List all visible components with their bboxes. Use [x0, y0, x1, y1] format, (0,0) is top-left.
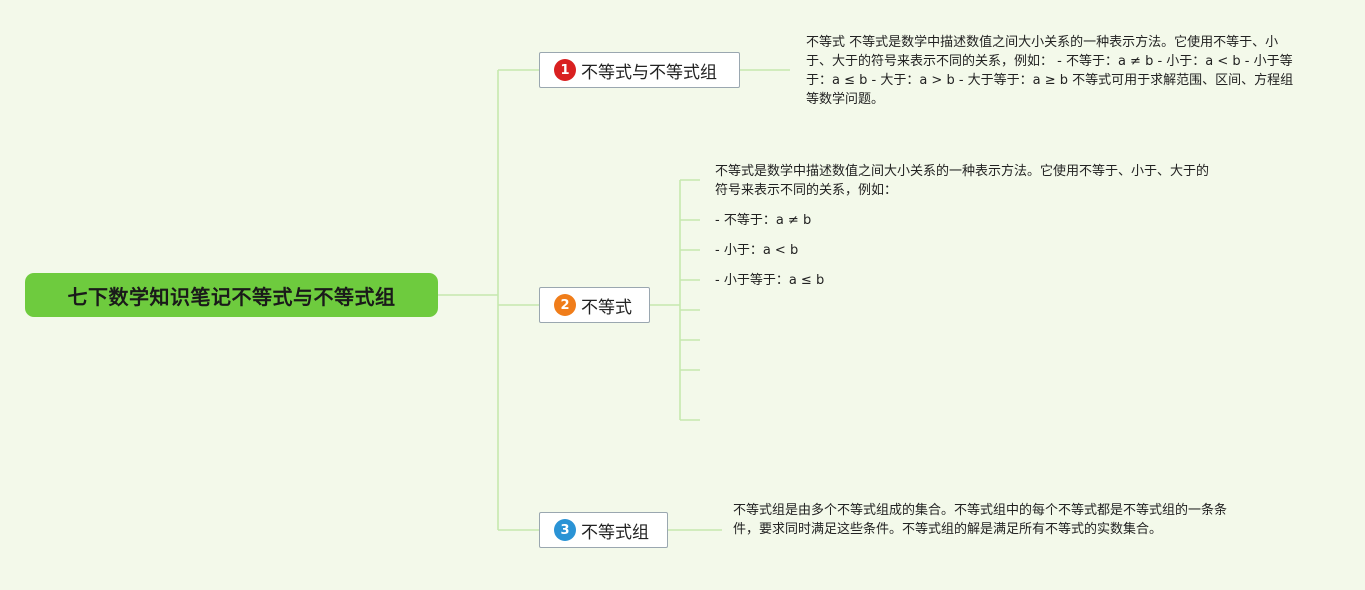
topic-3-node[interactable]: 3 不等式组 — [539, 512, 668, 548]
topic-2-intro-note[interactable]: 不等式是数学中描述数值之间大小关系的一种表示方法。它使用不等于、小于、大于的符号… — [715, 164, 1210, 198]
number-badge-3: 3 — [554, 519, 576, 541]
topic-2-item-1[interactable]: - 不等于：a ≠ b — [715, 213, 812, 228]
topic-2-item-3[interactable]: - 小于等于：a ≤ b — [715, 273, 825, 288]
topic-1-note[interactable]: 不等式 不等式是数学中描述数值之间大小关系的一种表示方法。它使用不等于、小于、大… — [806, 35, 1294, 107]
topic-1-label: 不等式与不等式组 — [581, 62, 717, 83]
topic-1-node[interactable]: 1 不等式与不等式组 — [539, 52, 740, 88]
topic-2-node[interactable]: 2 不等式 — [539, 287, 650, 323]
number-badge-2: 2 — [554, 294, 576, 316]
root-topic[interactable]: 七下数学知识笔记不等式与不等式组 — [25, 273, 438, 317]
topic-3-label: 不等式组 — [581, 522, 649, 543]
number-badge-1: 1 — [554, 59, 576, 81]
topic-2-item-2[interactable]: - 小于：a < b — [715, 243, 799, 258]
root-title: 七下数学知识笔记不等式与不等式组 — [67, 284, 396, 309]
topic-3-note[interactable]: 不等式组是由多个不等式组成的集合。不等式组中的每个不等式都是不等式组的一条条件，… — [733, 503, 1228, 537]
topic-2-label: 不等式 — [581, 297, 632, 318]
